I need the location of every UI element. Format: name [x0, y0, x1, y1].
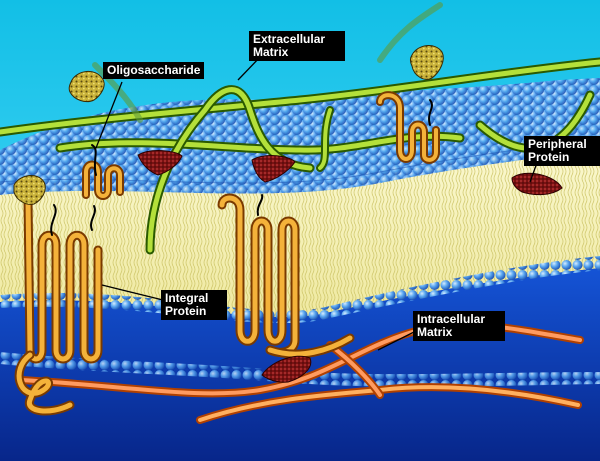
extracellular-matrix-label: Extracellular Matrix — [249, 31, 345, 61]
peripheral-protein-label: Peripheral Protein — [524, 136, 600, 166]
oligosaccharide-label: Oligosaccharide — [103, 62, 205, 79]
integral-protein-label: Integral Protein — [161, 290, 227, 320]
intracellular-matrix-label: Intracellular Matrix — [413, 311, 505, 341]
